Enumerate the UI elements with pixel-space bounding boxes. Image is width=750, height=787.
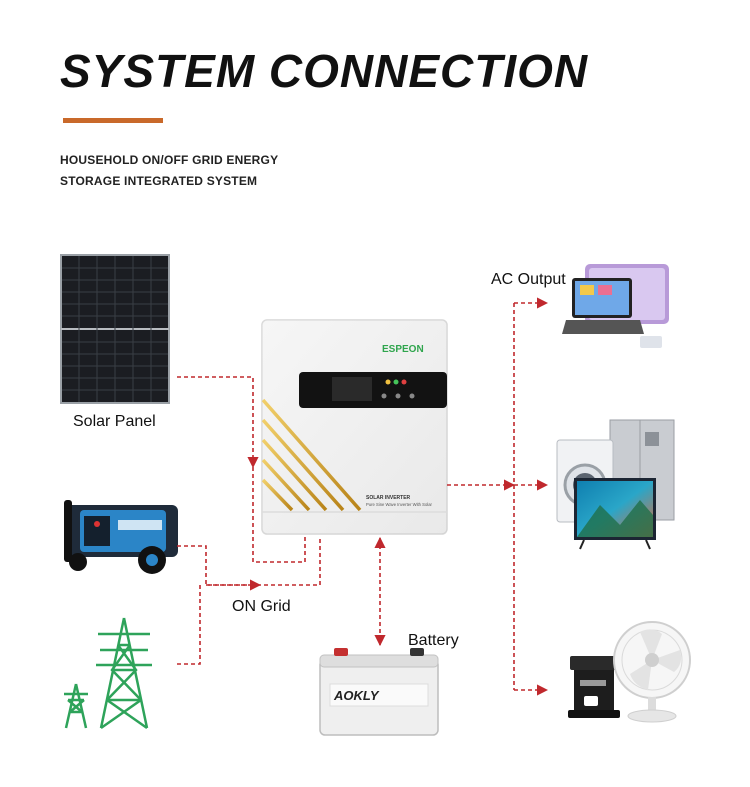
inverter-model-line-2: Pure Sine Wave Inverter With Solar [366, 502, 433, 507]
subtitle-line-1: HOUSEHOLD ON/OFF GRID ENERGY [60, 153, 279, 167]
subtitle: HOUSEHOLD ON/OFF GRID ENERGY STORAGE INT… [60, 150, 278, 192]
inverter-model-line-1: SOLAR INVERTER [366, 495, 411, 501]
ac-output-label: AC Output [491, 271, 566, 288]
on-grid-label: ON Grid [232, 598, 291, 615]
battery-label: Battery [408, 632, 459, 649]
title-accent-bar [63, 118, 163, 123]
solar-panel-label: Solar Panel [73, 413, 156, 430]
laptop-icon [562, 264, 669, 348]
fan-icon [613, 621, 691, 723]
solar-panel-icon [60, 254, 170, 404]
battery-icon: AOKLY [319, 648, 439, 736]
generator-icon [64, 500, 178, 574]
page-title: SYSTEM CONNECTION [60, 45, 589, 97]
subtitle-line-2: STORAGE INTEGRATED SYSTEM [60, 174, 258, 188]
power-tower-icon [64, 617, 152, 730]
battery-brand: AOKLY [333, 688, 380, 703]
inverter-brand: ESPEON [382, 344, 424, 355]
coffee-machine-icon [568, 656, 620, 718]
inverter-icon: ESPEON SOLAR INVERTER Pure Sine Wave Inv… [261, 319, 448, 535]
appliances-icon [556, 419, 675, 550]
